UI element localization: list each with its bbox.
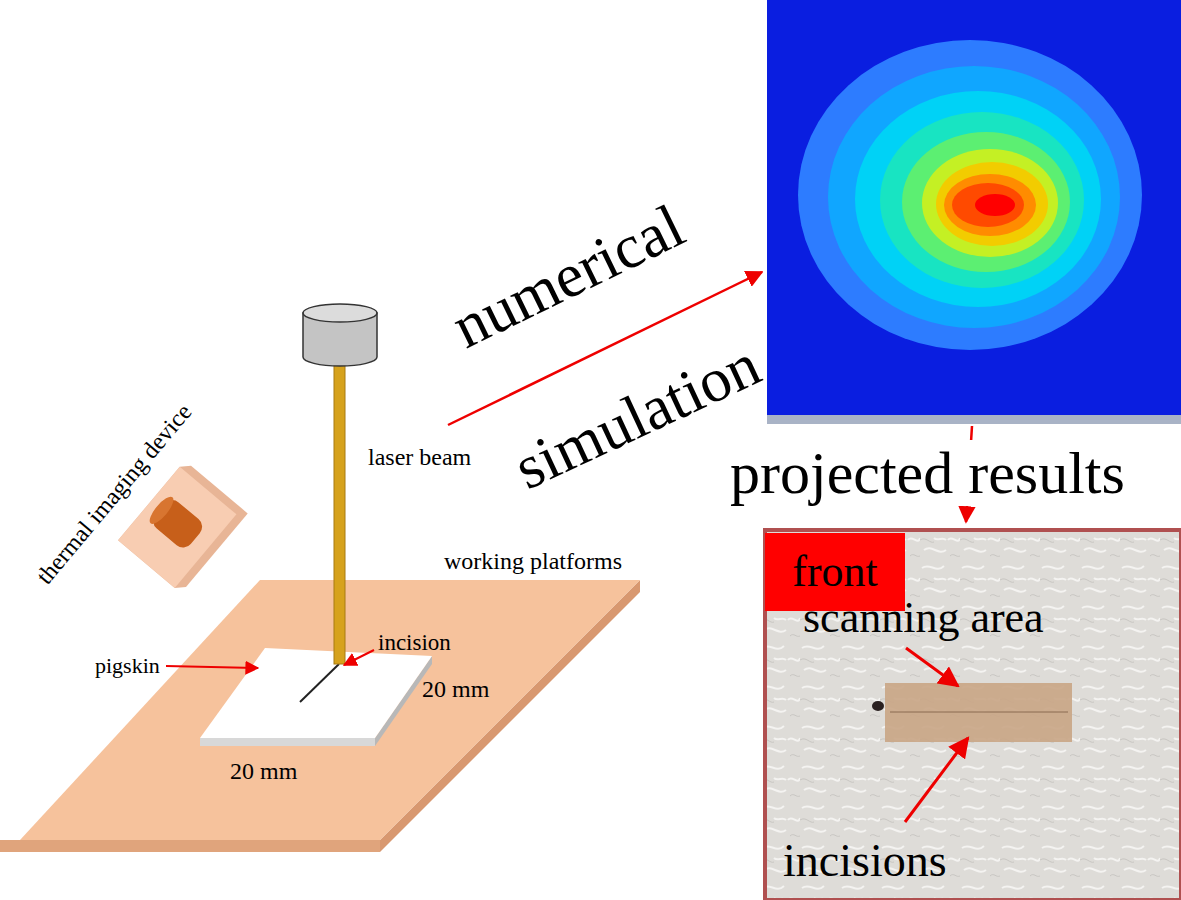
plot-base-strip <box>767 415 1181 424</box>
contour-7 <box>936 162 1048 246</box>
beam-label: laser beam <box>368 444 471 470</box>
burn-spot <box>872 701 884 711</box>
platform-label: working platforms <box>444 548 622 574</box>
camera-lens-top <box>146 493 177 527</box>
laser <box>303 304 377 664</box>
photo-label: incisions <box>783 836 947 887</box>
platform-front-edge <box>0 840 380 852</box>
temperature-contour-plot <box>767 0 1181 424</box>
pigskin-block <box>200 648 432 746</box>
step-label: numerical <box>442 191 695 361</box>
incision-pointer <box>344 650 374 665</box>
laser-beam <box>334 362 345 664</box>
contour-4 <box>880 112 1084 288</box>
photo-edge <box>765 530 1181 900</box>
photo-background <box>765 530 1181 900</box>
tag-text: front <box>792 548 878 596</box>
scanning-area-pointer <box>906 648 958 686</box>
pigskin-top <box>200 648 432 738</box>
pigskin-pointer <box>166 666 258 668</box>
step-label: projected results <box>726 440 1129 506</box>
contour-core <box>975 194 1015 216</box>
contour-1 <box>798 40 1142 350</box>
platform-top <box>20 580 640 840</box>
incisions-pointer <box>905 738 968 822</box>
scanning-area <box>885 683 1072 742</box>
contour-5 <box>902 132 1070 272</box>
contour-3 <box>855 91 1101 307</box>
dimension-label: 20 mm <box>230 758 297 784</box>
laser-head-top <box>303 304 377 322</box>
plot-background <box>767 0 1181 415</box>
working-platform <box>0 580 640 852</box>
incision-line <box>300 664 339 702</box>
pigskin-front <box>200 738 375 746</box>
pigskin-label: pigskin <box>95 654 160 678</box>
camera-lens <box>149 496 206 552</box>
dimension-label: 20 mm <box>422 676 489 702</box>
contour-9 <box>952 183 1024 227</box>
incision-trace <box>890 712 1068 713</box>
incision-label: incision <box>378 630 451 655</box>
pigskin-photo <box>765 530 1181 900</box>
contour-6 <box>922 149 1058 257</box>
view-tag: front <box>765 533 905 611</box>
contour-8 <box>944 174 1036 236</box>
contour-2 <box>828 66 1120 328</box>
